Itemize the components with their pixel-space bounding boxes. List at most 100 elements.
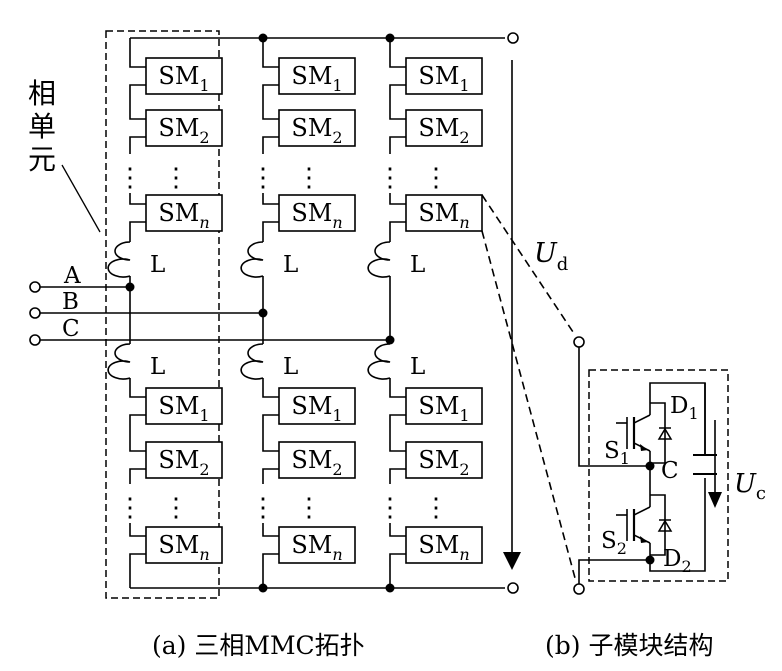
phase-label-A: A	[63, 263, 81, 289]
inductor-label: L	[283, 354, 298, 380]
submodule-label: SMn	[291, 199, 342, 232]
submodule-output	[262, 221, 279, 235]
inductor-coil	[107, 343, 131, 380]
terminal	[29, 334, 41, 346]
igbt-arrow	[640, 536, 648, 543]
switch-2-label: S2	[601, 528, 627, 558]
junction-dot	[385, 335, 395, 345]
junction-dot	[125, 282, 135, 292]
submodule-input	[262, 195, 279, 205]
junction-dot	[385, 33, 395, 43]
cap-voltage-arrowhead	[708, 492, 722, 508]
phase-unit-box	[105, 30, 220, 599]
submodule-output	[129, 468, 146, 482]
arm-dots: ⋮	[296, 493, 322, 523]
diode-wire	[650, 494, 666, 556]
inductor-label: L	[150, 252, 165, 278]
inductor-label: L	[283, 252, 298, 278]
diode-wire	[650, 402, 666, 464]
submodule-input	[262, 388, 279, 398]
circuit-labels: UdABC相单元SM1SM2⋮⋮SMnLLSM1SM2⋮⋮SMnSM1SM2⋮⋮…	[28, 62, 766, 660]
submodule-box	[145, 441, 223, 479]
submodule-label: SM2	[418, 446, 469, 479]
submodule-label: SM1	[158, 62, 209, 95]
caption-b: (b) 子模块结构	[545, 631, 713, 660]
terminal	[507, 32, 519, 44]
submodule-output	[389, 84, 406, 98]
phase-unit-label-char: 单	[28, 110, 56, 143]
submodule-output	[262, 136, 279, 150]
submodule-input	[389, 110, 406, 120]
submodule-input	[262, 527, 279, 537]
submodule-label: SM1	[158, 392, 209, 425]
capacitor-label: C	[661, 458, 679, 484]
arm-dots: ⋮	[117, 163, 143, 193]
submodule-label: SM2	[418, 114, 469, 147]
submodule-input	[389, 195, 406, 205]
inductor-coil	[240, 241, 264, 278]
submodule-label: SMn	[158, 531, 209, 564]
submodule-output	[129, 84, 146, 98]
junction-dot	[645, 555, 655, 565]
submodule-input	[389, 527, 406, 537]
submodule-box	[405, 109, 483, 147]
inductor-label: L	[150, 354, 165, 380]
submodule-label: SM1	[291, 392, 342, 425]
terminal	[29, 307, 41, 319]
arm-dots: ⋮	[377, 163, 403, 193]
submodule-output	[262, 84, 279, 98]
submodule-input	[129, 58, 146, 68]
arm-dots: ⋮	[163, 493, 189, 523]
diode-1-label: D1	[670, 393, 699, 423]
inductor-coil	[367, 241, 391, 278]
junction-dot	[258, 583, 268, 593]
cap-voltage-label: Uc	[734, 469, 766, 504]
submodule-box	[405, 57, 483, 95]
submodule-label: SMn	[291, 531, 342, 564]
arm-dots: ⋮	[163, 163, 189, 193]
arm-dots: ⋮	[377, 493, 403, 523]
terminal	[29, 281, 41, 293]
zoom-line-bottom	[481, 230, 576, 579]
submodule-label: SM1	[418, 392, 469, 425]
submodule-output	[129, 553, 146, 567]
submodule-box	[405, 387, 483, 425]
inductor-label: L	[410, 252, 425, 278]
junction-dot	[258, 308, 268, 318]
submodule-output	[389, 468, 406, 482]
submodule-output	[262, 414, 279, 428]
arm-dots: ⋮	[423, 493, 449, 523]
dc-voltage-label: Ud	[534, 238, 568, 275]
phase-unit-label-char: 元	[28, 143, 56, 176]
igbt-collector	[633, 414, 651, 424]
submodule-output	[389, 221, 406, 235]
submodule-box	[278, 387, 356, 425]
sm-bottom-rail	[649, 478, 706, 572]
arm-dots: ⋮	[423, 163, 449, 193]
submodule-box	[278, 441, 356, 479]
submodule-label: SM2	[291, 114, 342, 147]
submodule-input	[129, 110, 146, 120]
terminal	[507, 582, 519, 594]
arm-dots: ⋮	[250, 493, 276, 523]
submodule-box	[278, 109, 356, 147]
submodule-output	[262, 553, 279, 567]
inductor-coil	[367, 343, 391, 380]
submodule-label: SMn	[158, 199, 209, 232]
submodule-box	[145, 109, 223, 147]
sm-input-lead	[578, 347, 650, 467]
submodule-output	[129, 414, 146, 428]
submodule-output	[262, 468, 279, 482]
dc-voltage-arrowhead	[503, 552, 521, 570]
caption-a: (a) 三相MMC拓扑	[152, 631, 365, 660]
submodule-input	[389, 442, 406, 452]
junction-dot	[258, 33, 268, 43]
circuit-wires	[40, 37, 717, 589]
inductor-coil	[240, 343, 264, 380]
submodule-output	[389, 553, 406, 567]
submodule-box	[278, 526, 356, 564]
inductor-label: L	[410, 354, 425, 380]
phase-label-C: C	[62, 316, 80, 342]
zoom-line-top	[481, 194, 576, 336]
